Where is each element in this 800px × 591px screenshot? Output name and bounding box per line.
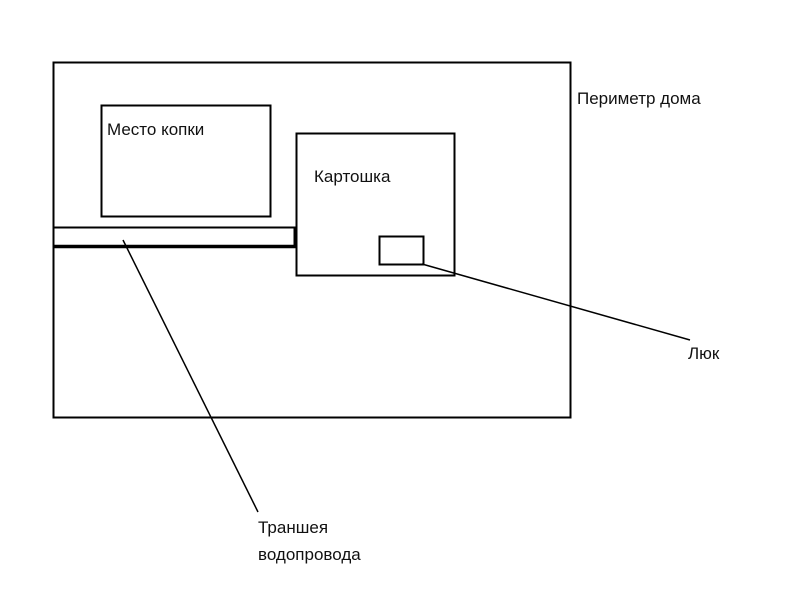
water-trench bbox=[53, 226, 297, 249]
perimeter-label: Периметр дома bbox=[577, 89, 701, 108]
digging-area bbox=[100, 104, 272, 218]
hatch-label: Люк bbox=[688, 344, 720, 363]
trench-leader-line bbox=[122, 239, 259, 513]
hatch-leader-line bbox=[421, 263, 691, 341]
trench-label-line1: Траншея bbox=[258, 518, 329, 537]
potato-area bbox=[295, 132, 456, 277]
digging-place-label: Место копки bbox=[107, 120, 205, 139]
trench-label-line2: водопровода bbox=[258, 545, 361, 564]
hatch bbox=[378, 235, 425, 266]
potato-label: Картошка bbox=[314, 167, 391, 186]
house-perimeter bbox=[52, 61, 572, 419]
